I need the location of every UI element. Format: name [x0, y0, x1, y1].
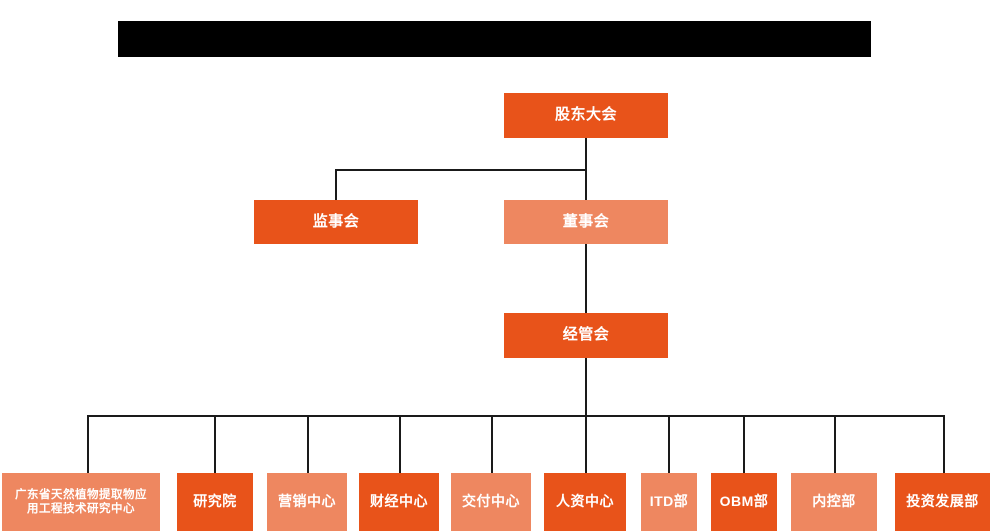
node-delivery-center[interactable]: 交付中心	[451, 473, 531, 531]
node-label: 人资中心	[556, 493, 614, 510]
node-label: 经管会	[562, 326, 610, 344]
node-marketing-center[interactable]: 营销中心	[267, 473, 347, 531]
node-label: 营销中心	[278, 493, 336, 510]
connector-leaf-3-down	[307, 415, 309, 473]
connector-shareholders-down	[585, 137, 587, 171]
connector-management-down	[585, 357, 587, 416]
node-itd-department[interactable]: ITD部	[641, 473, 697, 531]
node-label-line-1: 广东省天然植物提取物应	[15, 488, 147, 501]
connector-supervisors-down	[335, 169, 337, 201]
node-hr-center[interactable]: 人资中心	[544, 473, 626, 531]
node-board-of-directors[interactable]: 董事会	[504, 200, 668, 244]
node-internal-control-department[interactable]: 内控部	[791, 473, 877, 531]
node-investment-development-department[interactable]: 投资发展部	[895, 473, 990, 531]
node-label: 研究院	[193, 493, 237, 510]
connector-leaf-4-down	[399, 415, 401, 473]
connector-directors-to-management	[585, 243, 587, 313]
connector-leaf-2-down	[214, 415, 216, 473]
node-finance-center[interactable]: 财经中心	[359, 473, 439, 531]
connector-leaf-1-down	[87, 415, 89, 473]
node-shareholders-meeting[interactable]: 股东大会	[504, 93, 668, 138]
redacted-title-bar	[118, 21, 871, 57]
connector-leaf-bus	[87, 415, 945, 417]
node-label: 投资发展部	[906, 493, 979, 510]
node-label: 内控部	[812, 493, 856, 510]
connector-leaf-6-down	[585, 415, 587, 473]
node-obm-department[interactable]: OBM部	[711, 473, 777, 531]
node-guangdong-research-center[interactable]: 广东省天然植物提取物应 用工程技术研究中心	[2, 473, 160, 531]
node-label: OBM部	[719, 493, 769, 510]
node-management-committee[interactable]: 经管会	[504, 313, 668, 358]
connector-leaf-5-down	[491, 415, 493, 473]
node-label: ITD部	[649, 493, 689, 510]
node-label: 股东大会	[554, 106, 617, 124]
node-label: 交付中心	[462, 493, 520, 510]
node-label: 广东省天然植物提取物应 用工程技术研究中心	[2, 488, 160, 517]
node-research-institute[interactable]: 研究院	[177, 473, 253, 531]
node-label: 董事会	[562, 212, 610, 230]
node-label-line-2: 用工程技术研究中心	[27, 503, 135, 515]
connector-leaf-8-down	[743, 415, 745, 473]
node-board-of-supervisors[interactable]: 监事会	[254, 200, 418, 244]
connector-leaf-7-down	[668, 415, 670, 473]
node-label: 财经中心	[370, 493, 428, 510]
connector-leaf-10-down	[943, 415, 945, 473]
connector-leaf-9-down	[834, 415, 836, 473]
connector-supervisors-directors-bus	[335, 169, 587, 171]
connector-directors-down	[585, 169, 587, 201]
node-label: 监事会	[312, 212, 360, 230]
